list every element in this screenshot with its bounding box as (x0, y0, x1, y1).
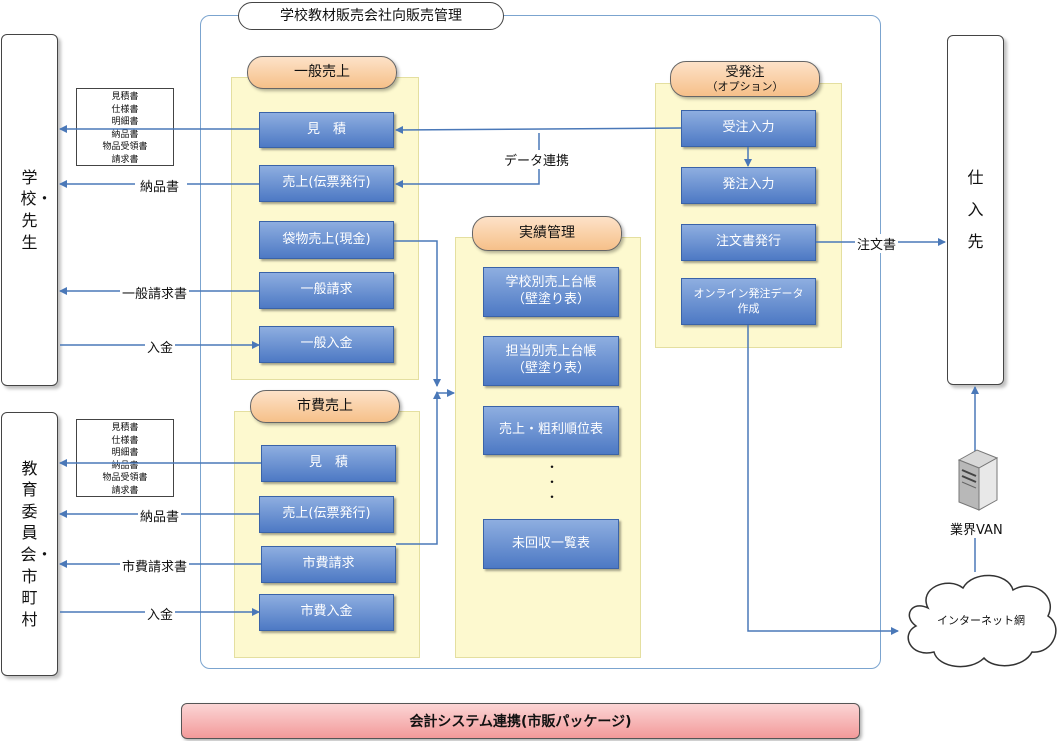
general-estimate-button[interactable]: 見 積 (259, 112, 394, 148)
board-of-education-box: 教育委員会・市町村 (1, 412, 58, 676)
order-sheet-issue-label: 注文書発行 (715, 234, 781, 250)
city-payment-button[interactable]: 市費入金 (259, 594, 394, 631)
school-teacher-box: 学校・先生 (1, 34, 58, 386)
general-payment-label: 一般入金 (300, 336, 353, 352)
supplier-box: 仕入先 (947, 35, 1004, 385)
uncollected-list-button[interactable]: 未回収一覧表 (483, 519, 619, 569)
bag-cash-sales-label: 袋物売上(現金) (282, 231, 371, 247)
city-estimate-label: 見 積 (308, 455, 348, 471)
city-sales-heading: 市費売上 (250, 390, 400, 423)
order-entry-button[interactable]: 受注入力 (681, 110, 816, 147)
staff-ledger-button[interactable]: 担当別売上台帳 （壁塗り表） (483, 336, 619, 386)
payment-board-label: 入金 (145, 604, 176, 623)
orders-subtitle: （オプション） (706, 80, 784, 94)
document-list-board: 見積書 仕様書 明細書 納品書 物品受領書 請求書 (76, 419, 174, 497)
city-estimate-button[interactable]: 見 積 (261, 445, 396, 482)
school-ledger-label: 学校別売上台帳 （壁塗り表） (505, 275, 597, 307)
doc-item: 明細書 (111, 117, 139, 127)
internet-cloud: インターネット網 (898, 568, 1064, 674)
general-sales-slip-button[interactable]: 売上(伝票発行) (259, 165, 394, 202)
doc-item: 見積書 (111, 92, 139, 102)
page-title: 学校教材販売会社向販売管理 (238, 2, 504, 30)
industry-van-label: 業界VAN (950, 523, 1003, 538)
data-link-label: データ連携 (502, 150, 572, 169)
payment-school-label: 入金 (145, 337, 176, 356)
results-title: 実績管理 (519, 225, 575, 242)
order-sheet-issue-button[interactable]: 注文書発行 (681, 224, 816, 261)
doc-item: 請求書 (111, 485, 139, 496)
more-items-dots: ・ ・ ・ (545, 460, 558, 504)
accounting-label: 会計システム連携(市販パッケージ) (409, 714, 632, 730)
purchase-entry-button[interactable]: 発注入力 (681, 167, 816, 204)
city-billing-button[interactable]: 市費請求 (261, 546, 396, 583)
doc-item: 仕様書 (111, 435, 139, 446)
bag-cash-sales-button[interactable]: 袋物売上(現金) (259, 221, 394, 259)
uncollected-list-label: 未回収一覧表 (511, 535, 590, 551)
order-entry-label: 受注入力 (722, 120, 775, 136)
general-sales-slip-label: 売上(伝票発行) (282, 175, 371, 191)
doc-item: 納品書 (111, 460, 139, 471)
purchase-entry-label: 発注入力 (722, 177, 775, 193)
supplier-label: 仕入先 (967, 168, 984, 251)
doc-item: 見積書 (111, 423, 139, 433)
server-icon (955, 448, 1001, 514)
general-bill-label: 一般請求書 (120, 283, 190, 302)
doc-item: 請求書 (111, 154, 139, 165)
profit-ranking-label: 売上・粗利順位表 (498, 422, 603, 438)
general-estimate-label: 見 積 (306, 121, 346, 137)
general-billing-button[interactable]: 一般請求 (259, 272, 394, 309)
general-billing-label: 一般請求 (300, 282, 353, 298)
online-order-data-label: オンライン発注データ 作成 (693, 287, 804, 315)
doc-item: 納品書 (111, 129, 139, 140)
doc-item: 物品受領書 (102, 473, 148, 483)
document-list-school: 見積書 仕様書 明細書 納品書 物品受領書 請求書 (76, 88, 174, 166)
city-sales-slip-button[interactable]: 売上(伝票発行) (259, 496, 394, 533)
orders-heading: 受発注 （オプション） (670, 61, 820, 97)
online-order-data-button[interactable]: オンライン発注データ 作成 (681, 278, 816, 325)
main-system-frame (200, 15, 881, 669)
invoice-board-label: 納品書 (138, 506, 182, 525)
order-sheet-label: 注文書 (855, 234, 899, 253)
general-sales-heading: 一般売上 (247, 56, 397, 89)
city-payment-label: 市費入金 (300, 604, 353, 620)
orders-title: 受発注 (725, 64, 765, 80)
school-ledger-button[interactable]: 学校別売上台帳 （壁塗り表） (483, 267, 619, 317)
staff-ledger-label: 担当別売上台帳 （壁塗り表） (505, 344, 597, 376)
city-sales-slip-label: 売上(伝票発行) (282, 506, 371, 522)
results-heading: 実績管理 (472, 216, 622, 251)
doc-item: 物品受領書 (102, 142, 148, 152)
accounting-integration-bar: 会計システム連携(市販パッケージ) (181, 703, 860, 739)
general-sales-title: 一般売上 (294, 64, 350, 81)
doc-item: 仕様書 (111, 104, 139, 115)
city-bill-label: 市費請求書 (120, 556, 190, 575)
doc-item: 明細書 (111, 448, 139, 458)
internet-label: インターネット網 (937, 614, 1025, 627)
city-billing-label: 市費請求 (302, 556, 355, 572)
city-sales-title: 市費売上 (297, 398, 353, 415)
invoice-school-label: 納品書 (138, 176, 182, 195)
profit-ranking-button[interactable]: 売上・粗利順位表 (483, 406, 619, 455)
